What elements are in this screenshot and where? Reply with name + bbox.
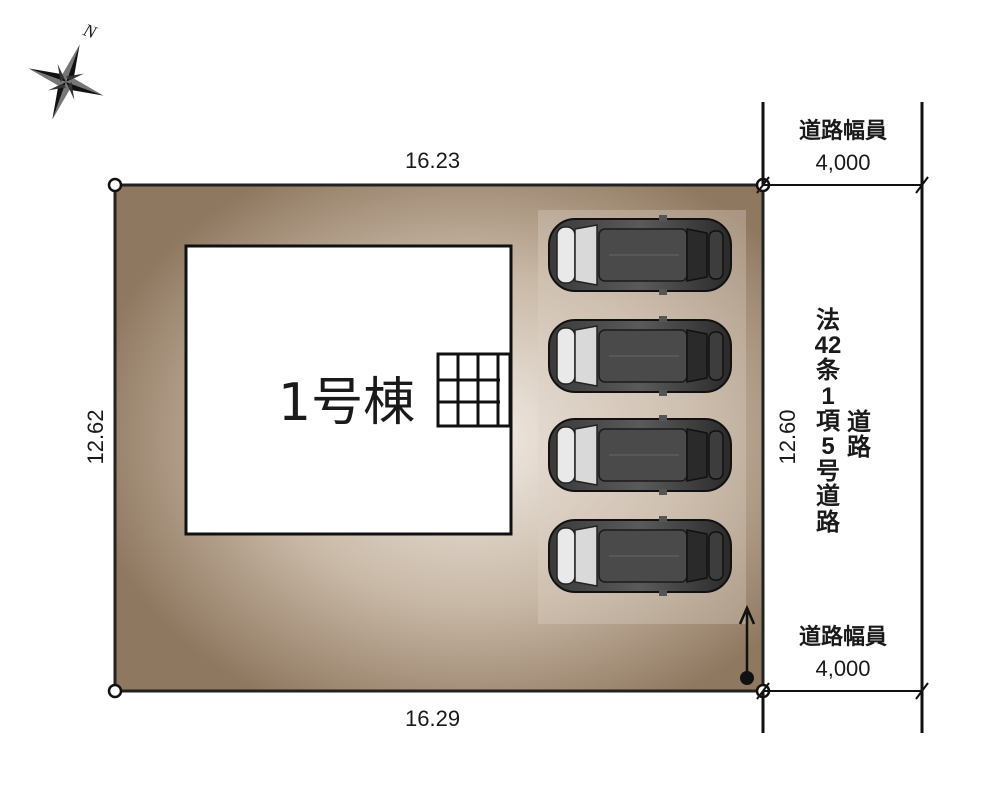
road-type-char: 道 bbox=[816, 483, 840, 511]
compass-rose-icon bbox=[28, 44, 104, 120]
lot-bottom-length: 16.29 bbox=[405, 706, 461, 731]
car-icon bbox=[548, 414, 732, 496]
car-icon bbox=[548, 315, 732, 397]
road-type-label: 法 42 条 1 項 5 号 道 路 bbox=[808, 308, 848, 535]
road-type-char: 路 bbox=[816, 508, 840, 536]
building-label: 1号棟 bbox=[278, 373, 416, 433]
lot-top-length: 16.23 bbox=[405, 148, 461, 173]
entrance-arrow-icon bbox=[738, 604, 756, 685]
road-type-char: 42 bbox=[814, 332, 842, 360]
road-type-char: 5 bbox=[821, 432, 835, 460]
road-name-char: 道 bbox=[847, 409, 871, 436]
lot-left-length: 12.62 bbox=[83, 409, 108, 465]
car-icon bbox=[548, 515, 732, 597]
road-type-char: 号 bbox=[816, 458, 840, 486]
road-type-char: 1 bbox=[821, 382, 835, 410]
corner-marker bbox=[107, 177, 123, 193]
road-width-top-label: 道路幅員 bbox=[798, 118, 887, 143]
car-icon bbox=[548, 214, 732, 296]
stair-grid-icon bbox=[436, 352, 512, 428]
road-width-bottom-label: 道路幅員 bbox=[798, 624, 887, 649]
corner-marker bbox=[107, 683, 123, 699]
road-type-char: 条 bbox=[816, 357, 840, 385]
road-name-label: 道 路 bbox=[842, 409, 876, 462]
road-width-bottom-value: 4,000 bbox=[815, 656, 871, 681]
road-lines bbox=[756, 102, 929, 733]
road-type-char: 法 bbox=[816, 307, 840, 334]
road-name-char: 路 bbox=[847, 434, 871, 462]
road-width-top-value: 4,000 bbox=[815, 150, 871, 175]
lot-right-length: 12.60 bbox=[775, 409, 800, 465]
road-type-char: 項 bbox=[816, 407, 840, 435]
